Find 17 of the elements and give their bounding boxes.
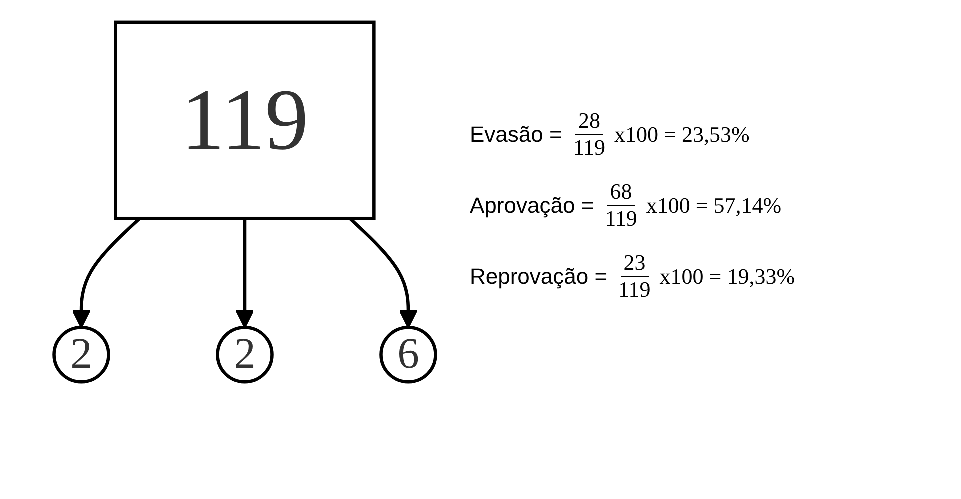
formula-result: x100 = 57,14% xyxy=(646,192,782,218)
numerator: 23 xyxy=(620,250,649,277)
formula-result: x100 = 19,33% xyxy=(660,264,796,290)
formula-label: Evasão = xyxy=(470,122,562,148)
formula-label: Reprovação = xyxy=(470,264,608,290)
numerator: 28 xyxy=(575,108,604,135)
node-circle: 6 xyxy=(380,326,438,384)
node-circle: 2 xyxy=(52,326,110,384)
denominator: 119 xyxy=(604,206,638,232)
denominator: 119 xyxy=(618,277,652,303)
arrow xyxy=(235,218,255,328)
denominator: 119 xyxy=(572,135,607,161)
numerator: 68 xyxy=(607,179,636,206)
node-circle: 2 xyxy=(216,326,274,384)
formula-label: Aprovação = xyxy=(470,192,594,218)
node-box: 119 xyxy=(114,20,376,220)
formula-result: x100 = 23,53% xyxy=(614,122,750,148)
